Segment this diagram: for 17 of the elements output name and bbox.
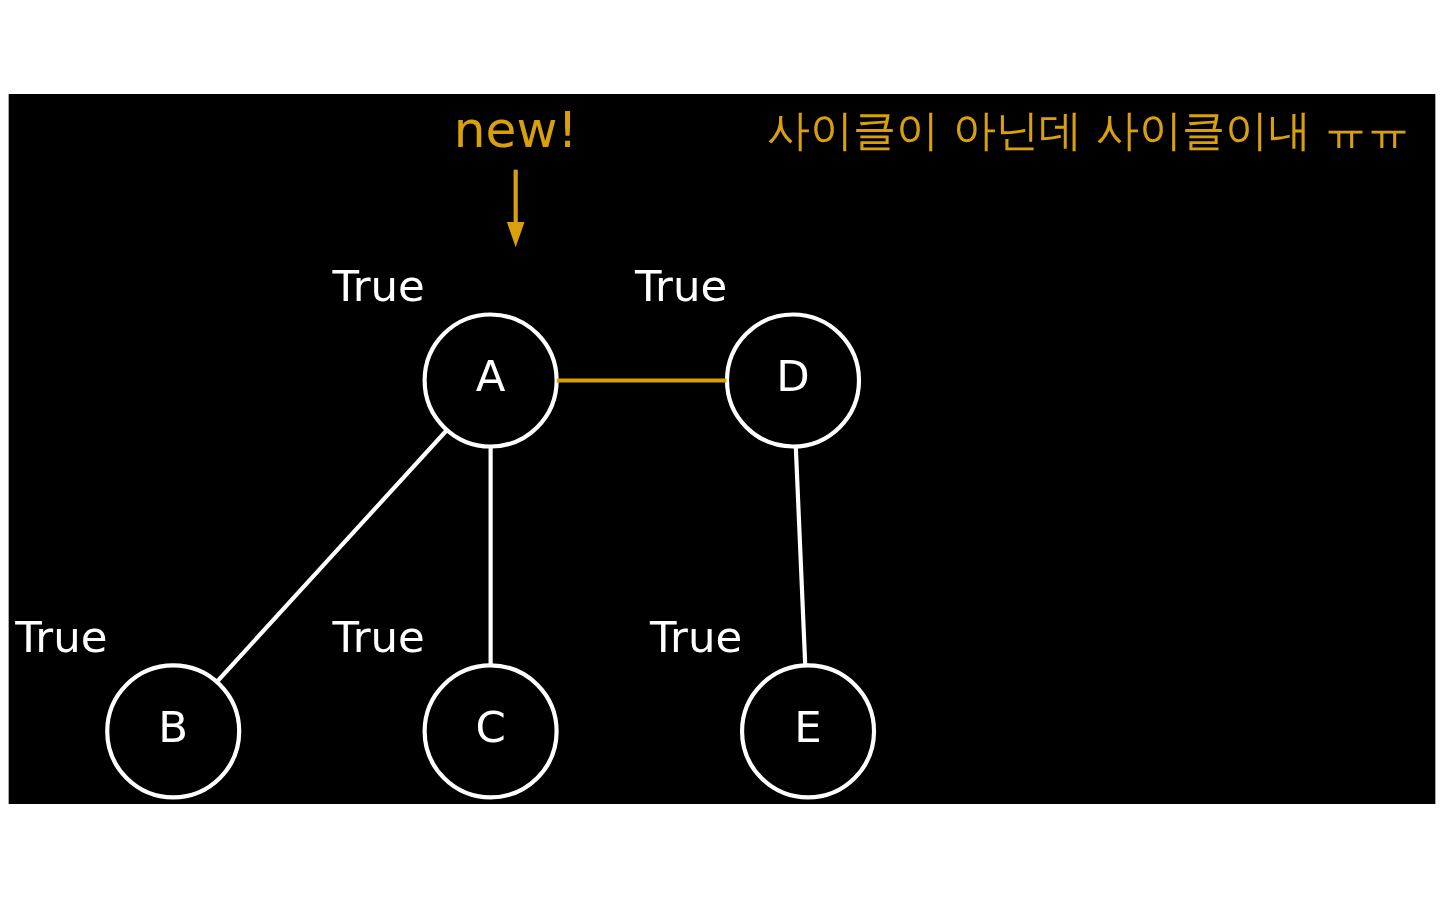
node-label: True bbox=[332, 260, 425, 311]
node-circle: C bbox=[422, 662, 559, 799]
node-circle: E bbox=[739, 662, 877, 799]
node-circle: A bbox=[422, 311, 559, 449]
node-text: new! bbox=[453, 99, 578, 159]
node-label: True bbox=[634, 260, 728, 311]
connector bbox=[556, 377, 727, 383]
node-label: True bbox=[332, 611, 425, 662]
node-label: True bbox=[649, 611, 743, 662]
connector bbox=[215, 428, 449, 683]
node-circle: B bbox=[105, 662, 242, 799]
arrow bbox=[506, 169, 525, 247]
node-circle: D bbox=[724, 311, 862, 449]
connector bbox=[488, 446, 493, 665]
node-label: True bbox=[15, 611, 108, 662]
connector bbox=[793, 446, 808, 665]
label: 사이클이 아닌데 사이클이내 ㅠㅠ bbox=[766, 104, 1411, 155]
